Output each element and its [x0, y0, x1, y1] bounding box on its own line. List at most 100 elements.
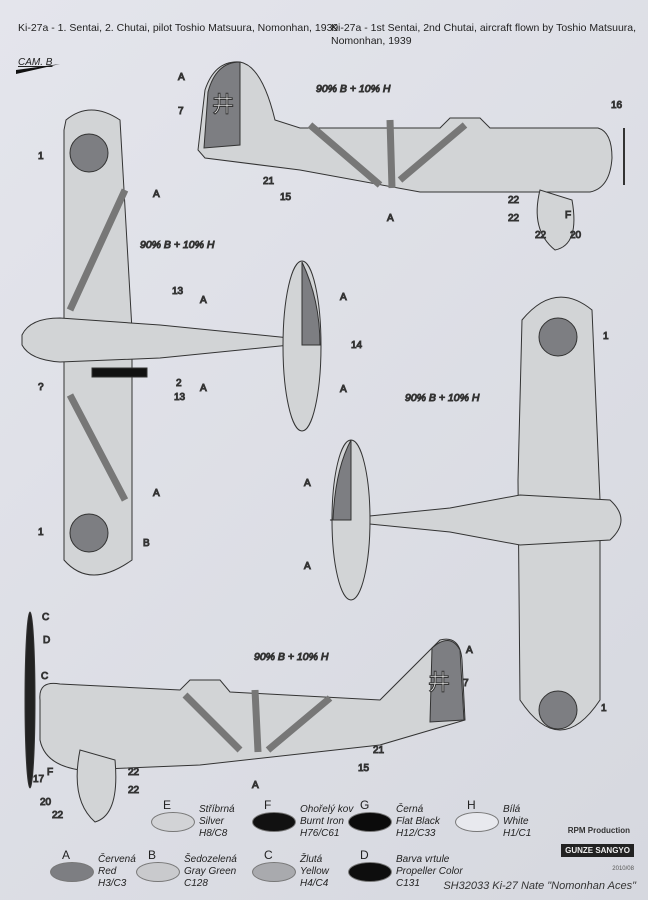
swatch-name-en: Silver [199, 816, 225, 827]
callout: A [153, 189, 160, 200]
callout: D [43, 635, 50, 646]
wheel-spat [536, 189, 575, 251]
callout: 13 [174, 392, 186, 403]
side-view-bottom: 井 C D C 90% B + 10% H A 7 21 15 A 17 F 2… [24, 611, 474, 823]
swatch-name-cz: Žlutá [300, 854, 323, 865]
callout: A [340, 292, 347, 303]
swatch-code: H4/C4 [300, 878, 329, 889]
callout: C [41, 671, 48, 682]
tail-red-section [203, 61, 241, 149]
caption-english-line1: Ki-27a - 1st Sentai, 2nd Chutai, aircraf… [331, 22, 637, 34]
callout-paint-mix: 90% B + 10% H [405, 392, 480, 404]
swatch-color [151, 812, 195, 832]
swatch-name-cz: Bílá [503, 804, 521, 815]
callout: 22 [128, 767, 140, 778]
callout: 7 [178, 106, 184, 117]
propeller [24, 611, 36, 789]
callout: A [178, 72, 185, 83]
callout: 1 [38, 527, 44, 538]
callout: 22 [508, 213, 520, 224]
hinomaru [69, 133, 109, 173]
swatch-color [50, 862, 94, 882]
callout: 15 [280, 192, 292, 203]
swatch-name-en: Burnt Iron [300, 816, 344, 827]
swatch-color [455, 812, 499, 832]
hinomaru [69, 513, 109, 553]
swatch-key: A [62, 848, 71, 862]
cam-underline-swash [16, 64, 60, 74]
swatch-key: G [360, 798, 370, 812]
tail-red-section [301, 261, 321, 346]
callout: 17 [33, 774, 45, 785]
callout: 14 [351, 340, 363, 351]
tail-red-section [429, 640, 465, 723]
top-view: 1 A 90% B + 10% H 13 A A 14 2 13 A A ? A… [21, 109, 363, 576]
walkway-panel [91, 367, 148, 378]
callout: F [565, 210, 571, 221]
swatch-name-en: Propeller Color [396, 866, 463, 877]
callout: A [340, 384, 347, 395]
swatch-name-en: White [503, 816, 529, 827]
callout: A [466, 645, 473, 656]
callout: A [200, 383, 207, 394]
callout: B [143, 538, 150, 549]
hinomaru [538, 317, 578, 357]
swatch-key: E [163, 798, 172, 812]
swatch-key: C [264, 848, 273, 862]
callout-paint-mix: 90% B + 10% H [254, 651, 329, 663]
swatch-key: B [148, 848, 157, 862]
callout: 1 [38, 151, 44, 162]
callout: 20 [570, 230, 582, 241]
callout: A [304, 478, 311, 489]
callout: F [47, 767, 53, 778]
swatch-name-cz: Ohořelý kov [300, 804, 354, 815]
swatch-name-en: Red [98, 866, 117, 877]
swatch-key: H [467, 798, 476, 812]
callout: 22 [508, 195, 520, 206]
swatch-code: C131 [396, 878, 420, 889]
swatch-name-cz: Šedozelená [184, 854, 237, 865]
camouflage-label: CAM. B [18, 57, 53, 68]
callout: A [252, 780, 259, 791]
callout: 1 [601, 703, 607, 714]
producer-logo: RPM Production [567, 826, 630, 835]
swatch-code: C128 [184, 878, 208, 889]
callout: 22 [535, 230, 547, 241]
fuselage-stripes [307, 119, 468, 189]
print-date: 2010/08 [612, 866, 634, 872]
callout: A [304, 561, 311, 572]
swatch-name-en: Yellow [300, 866, 329, 877]
tail-red-section [332, 439, 352, 521]
fuselage [21, 317, 321, 363]
callout: 15 [358, 763, 370, 774]
caption-czech: Ki-27a - 1. Sentai, 2. Chutai, pilot Tos… [18, 22, 339, 34]
callout: 21 [373, 745, 385, 756]
swatch-name-en: Gray Green [184, 866, 237, 877]
hinomaru [538, 690, 578, 730]
swatch-code: H12/C33 [396, 828, 436, 839]
swatch-color [252, 812, 296, 832]
callout: A [153, 488, 160, 499]
callout: 16 [611, 100, 623, 111]
swatch-key: D [360, 848, 369, 862]
callout: A [387, 213, 394, 224]
swatch-code: H1/C1 [503, 828, 532, 839]
swatch-name-en: Flat Black [396, 816, 440, 827]
callout: 1 [603, 331, 609, 342]
callout-paint-mix: 90% B + 10% H [316, 83, 391, 95]
swatch-name-cz: Stříbrná [199, 804, 235, 815]
swatch-name-cz: Barva vrtule [396, 854, 450, 865]
callout: 20 [40, 797, 52, 808]
swatch-code: H76/C61 [300, 828, 340, 839]
brand-logo: GUNZE SANGYO [561, 844, 634, 857]
wing-stripes [66, 188, 129, 502]
swatch-code: H8/C8 [199, 828, 228, 839]
caption-english: Ki-27a - 1st Sentai, 2nd Chutai, aircraf… [331, 22, 636, 48]
